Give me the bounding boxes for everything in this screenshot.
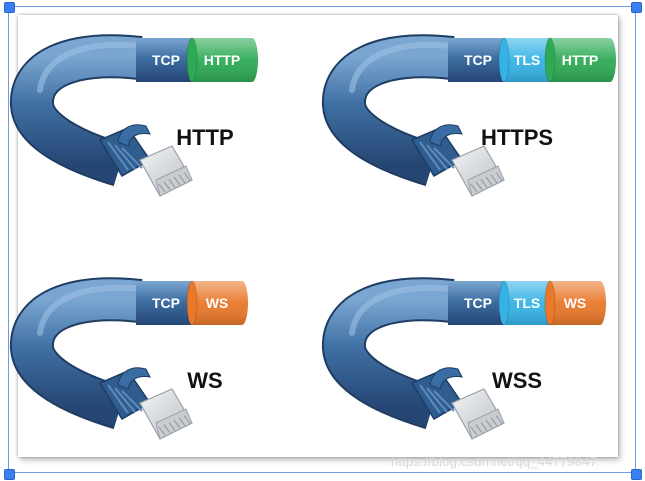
protocol-title-ws: WS [187, 368, 222, 393]
http-layer-edge [544, 37, 556, 83]
tcp-layer-segment [448, 281, 504, 325]
cable-wss: TCP TLS WS WSS [322, 277, 606, 440]
boot-ridge [121, 390, 143, 412]
cable-body [12, 279, 143, 428]
resize-handle-top-left[interactable] [4, 2, 15, 13]
cable-ws: TCP WS WS [10, 277, 248, 440]
http-layer-edge [186, 37, 198, 83]
rj45-pin [495, 172, 503, 181]
boot-ridge [107, 384, 129, 414]
rj45-pin [183, 172, 191, 181]
resize-handle-bottom-left[interactable] [4, 469, 15, 480]
boot-ridge [426, 144, 448, 170]
http-layer-cap-gloss [604, 38, 616, 82]
ws-layer-label: WS [564, 295, 587, 311]
rj45-plug-face [155, 165, 193, 197]
rj45-pin [485, 176, 493, 186]
tcp-layer-label: TCP [152, 52, 180, 68]
tls-layer-label: TLS [514, 52, 540, 68]
ws-layer-gloss [192, 281, 242, 325]
tcp-layer-segment [448, 38, 504, 82]
rj45-pin [485, 419, 493, 429]
http-layer-gloss [192, 38, 252, 82]
tls-layer-label: TLS [514, 295, 540, 311]
cable-body [324, 36, 455, 185]
rj45-pin [158, 183, 166, 193]
rj45-pin [470, 183, 478, 193]
protocol-title-http: HTTP [176, 125, 233, 150]
rj45-plug-face [467, 165, 505, 197]
rj45-pin [490, 417, 498, 427]
protocol-title-https: HTTPS [481, 125, 553, 150]
watermark-text: https://blog.csdn.net/qq_44779847 [391, 454, 598, 469]
rj45-pin [163, 181, 171, 190]
rj45-pin [490, 174, 498, 184]
boot-ridge [121, 147, 143, 169]
cable-http: TCP HTTP HTTP [10, 34, 258, 197]
rj45-pin [178, 417, 186, 427]
rj45-pin [475, 424, 483, 433]
ws-layer-cap-gloss [236, 281, 248, 325]
tcp-layer-label: TCP [464, 295, 492, 311]
http-layer-gloss [550, 38, 610, 82]
rj45-pin [178, 174, 186, 184]
tcp-layer-segment [136, 38, 192, 82]
boot-ridge [114, 387, 136, 413]
tls-layer-gloss [504, 38, 550, 82]
boot-ridge [107, 141, 129, 171]
rj45-pin [495, 415, 503, 424]
rj45-pin [168, 422, 176, 431]
cable-https: TCP TLS HTTP HTTPS [322, 34, 616, 197]
rj45-plug-face [467, 408, 505, 440]
http-layer-label: HTTP [204, 52, 241, 68]
tcp-layer-label: TCP [464, 52, 492, 68]
connector-latch [429, 124, 463, 147]
connector-latch [429, 367, 463, 390]
selection-frame [8, 6, 636, 473]
boot-ridge [419, 141, 441, 171]
rj45-pin [480, 179, 488, 188]
boot-ridge [433, 147, 455, 169]
cable-highlight [349, 41, 455, 93]
boot-ridge [433, 390, 455, 412]
tls-layer-edge [498, 280, 510, 326]
cable-highlight [37, 41, 143, 93]
ws-layer-gloss [550, 281, 600, 325]
connector-latch [117, 124, 151, 147]
resize-handle-bottom-right[interactable] [631, 469, 642, 480]
tcp-layer-label: TCP [152, 295, 180, 311]
rj45-pin [163, 424, 171, 433]
rj45-pin [183, 415, 191, 424]
http-layer-label: HTTP [562, 52, 599, 68]
cable-highlight [349, 284, 455, 336]
ws-layer-cap-gloss [594, 281, 606, 325]
rj45-plug-face [155, 408, 193, 440]
tls-layer-edge [498, 37, 510, 83]
cable-body [12, 36, 143, 185]
boot-ridge [114, 144, 136, 170]
ws-layer-label: WS [206, 295, 229, 311]
rj45-pin [168, 179, 176, 188]
resize-handle-top-right[interactable] [631, 2, 642, 13]
rj45-pin [173, 419, 181, 429]
rj45-pin [158, 426, 166, 436]
tcp-layer-segment [136, 281, 192, 325]
rj45-pin [480, 422, 488, 431]
rj45-pin [173, 176, 181, 186]
connector-latch [117, 367, 151, 390]
rj45-pin [475, 181, 483, 190]
cable-highlight [37, 284, 143, 336]
rj45-pin [470, 426, 478, 436]
tls-layer-gloss [504, 281, 550, 325]
protocol-title-wss: WSS [492, 368, 542, 393]
boot-ridge [426, 387, 448, 413]
http-layer-cap-gloss [246, 38, 258, 82]
cable-body [324, 279, 455, 428]
ws-layer-edge [186, 280, 198, 326]
boot-ridge [419, 384, 441, 414]
ws-layer-edge [544, 280, 556, 326]
